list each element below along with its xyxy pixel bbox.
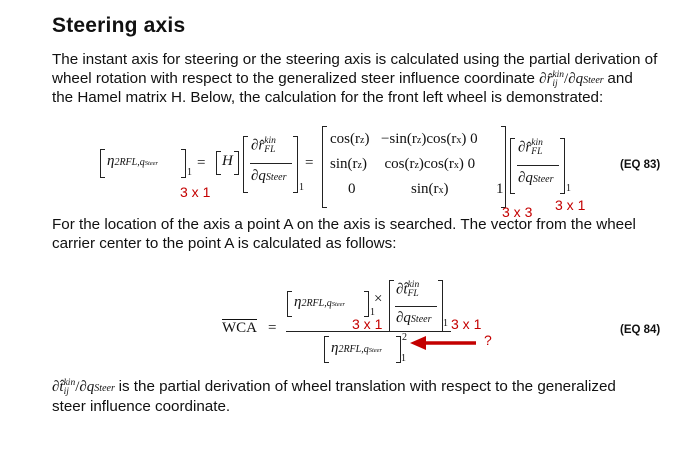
frac-bracket-right: [293, 136, 298, 193]
wca-vector: WCA: [222, 320, 257, 336]
num-frac-den-84: ∂qSteer: [396, 310, 432, 326]
frac2-sub-1: 1: [566, 183, 571, 194]
frac2-line-83: [517, 165, 559, 166]
eq-84-label: (EQ 84): [620, 324, 661, 336]
frac2-bracket-left: [510, 138, 515, 194]
frac-den-83: ∂qSteer: [251, 168, 287, 184]
den-bracket-right: [396, 336, 401, 363]
den-sup-2: 2: [402, 332, 407, 343]
frac2-bracket-right: [560, 138, 565, 194]
intro-line-2: wheel rotation with respect to the gener…: [52, 69, 633, 90]
intro-line-2-and: and: [607, 70, 633, 87]
lhs-sub-1: 1: [187, 167, 192, 178]
cross-product: ×: [374, 291, 383, 307]
annotation-dim-b: 3 x 1: [451, 316, 482, 332]
eta-lhs-83: η2RFL,qSteer: [107, 153, 159, 169]
lhs-bracket-left: [100, 149, 105, 178]
equals-84: =: [268, 320, 277, 336]
h-bracket-right: [234, 151, 239, 175]
matrix-row-3-col-2: sin(rx): [411, 181, 449, 197]
equals-2: =: [305, 155, 314, 171]
annotation-dim-rhs: 3 x 1: [555, 197, 586, 213]
frac-bracket-left: [243, 136, 248, 193]
matrix-row-3-col-3: 1: [496, 181, 504, 197]
den-bracket-left: [324, 336, 329, 363]
annotation-dim-a: 3 x 1: [352, 316, 383, 332]
annotation-dim-matrix: 3 x 3: [502, 204, 533, 220]
middle-line-2: carrier center to the point A is calcula…: [52, 235, 397, 252]
hamel-matrix-h: H: [222, 153, 233, 169]
num-frac-sub-1: 1: [443, 318, 448, 329]
annotation-question-mark: ?: [484, 332, 492, 348]
eta-den-84: η2RFL,qSteer: [331, 340, 383, 356]
middle-line-1: For the location of the axis a point A o…: [52, 216, 636, 233]
num-eta-bracket-right: [364, 291, 369, 317]
frac-sub-1: 1: [299, 182, 304, 193]
matrix-row-3-col-1: 0: [348, 181, 356, 197]
lhs-bracket-right: [181, 149, 186, 178]
closing-line-1-text: is the partial derivation of wheel trans…: [118, 378, 616, 395]
closing-line-2: steer influence coordinate.: [52, 398, 231, 415]
intro-line-3: the Hamel matrix H. Below, the calculati…: [52, 89, 604, 106]
den-sub-1: 1: [401, 353, 406, 364]
equals-1: =: [197, 155, 206, 171]
frac-line-83: [250, 163, 292, 164]
matrix-row-2: sin(rz) cos(rz)cos(rx) 0: [330, 156, 476, 172]
num-frac-line-84: [395, 306, 437, 307]
intro-line-2-text: wheel rotation with respect to the gener…: [52, 70, 535, 87]
matrix-row-1: cos(rz) −sin(rz)cos(rx) 0: [330, 131, 478, 147]
eq-83-label: (EQ 83): [620, 159, 661, 171]
annotation-dim-lhs: 3 x 1: [180, 184, 211, 200]
main-fraction-line-84: [286, 331, 451, 332]
frac2-den-83: ∂qSteer: [518, 170, 554, 186]
num-eta-bracket-left: [287, 291, 292, 317]
intro-line-1: The instant axis for steering or the ste…: [52, 51, 658, 68]
eta-num-84: η2RFL,qSteer: [294, 294, 346, 310]
h-bracket-left: [216, 151, 221, 175]
matrix-bracket-left: [322, 126, 327, 208]
section-heading: Steering axis: [52, 14, 186, 37]
num-eta-sub-1: 1: [370, 307, 375, 318]
matrix-bracket-right: [501, 126, 506, 208]
